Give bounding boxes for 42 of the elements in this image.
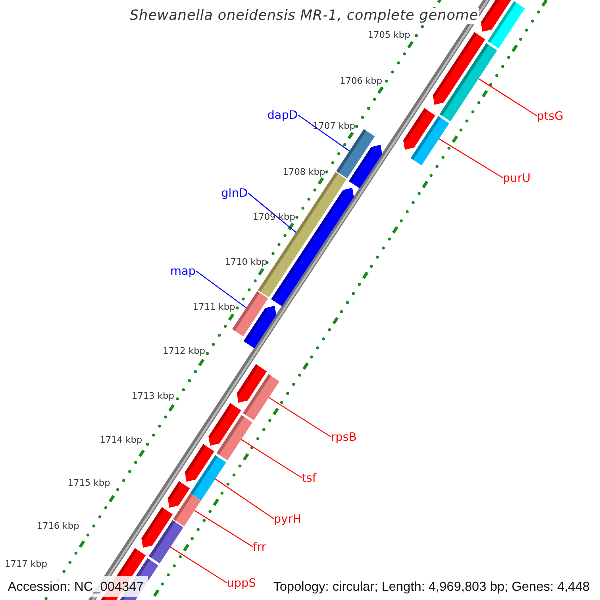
tick-label: 1705 kbp (368, 30, 410, 42)
gene-block (440, 43, 498, 122)
gene-label: glnD (221, 186, 248, 200)
leader-line (240, 439, 302, 478)
gene-label: rpsB (331, 430, 357, 444)
leader-line (478, 78, 538, 116)
title: Shewanella oneidensis MR-1, complete genome (130, 8, 479, 24)
tick-label: 1713 kbp (132, 391, 174, 403)
leader-line (170, 546, 228, 584)
gene-label: frr (253, 540, 266, 554)
leader-line (196, 270, 248, 309)
leader-line (248, 192, 297, 234)
leader-line (298, 114, 350, 152)
tick-label: 1709 kbp (253, 212, 296, 224)
gene-block (190, 455, 226, 501)
gene-label: ptsG (537, 109, 564, 123)
gene-block (410, 116, 450, 166)
tick-label: 1708 kbp (283, 167, 326, 179)
gene-block (173, 493, 202, 527)
tick-label: 1710 kbp (225, 257, 268, 269)
tick-label: 1711 kbp (193, 302, 236, 314)
tick-label: 1717 kbp (5, 559, 48, 571)
leader-line (194, 510, 254, 548)
gene-label: uppS (227, 576, 256, 590)
tick-label: 1716 kbp (37, 521, 80, 533)
tick-label: 1712 kbp (163, 346, 206, 358)
leader-line (438, 138, 504, 178)
tick-label: 1707 kbp (313, 121, 356, 133)
gene-block (216, 415, 253, 461)
gene-label: tsf (302, 471, 317, 485)
tick-label: 1715 kbp (68, 478, 110, 490)
footer-text: Topology: circular; Length: 4,969,803 bp; Genes: 4,448 (272, 578, 591, 596)
leader-line (214, 478, 274, 520)
gene-label: purU (503, 171, 531, 185)
tick-label: 1706 kbp (340, 76, 382, 88)
gene-label: map (170, 264, 196, 278)
gene-label: pyrH (274, 512, 302, 526)
tick-label: 1714 kbp (100, 435, 142, 447)
gene-label: dapD (267, 108, 298, 122)
gene-block (243, 374, 280, 421)
leader-line (268, 397, 332, 438)
gene-block (149, 520, 184, 564)
